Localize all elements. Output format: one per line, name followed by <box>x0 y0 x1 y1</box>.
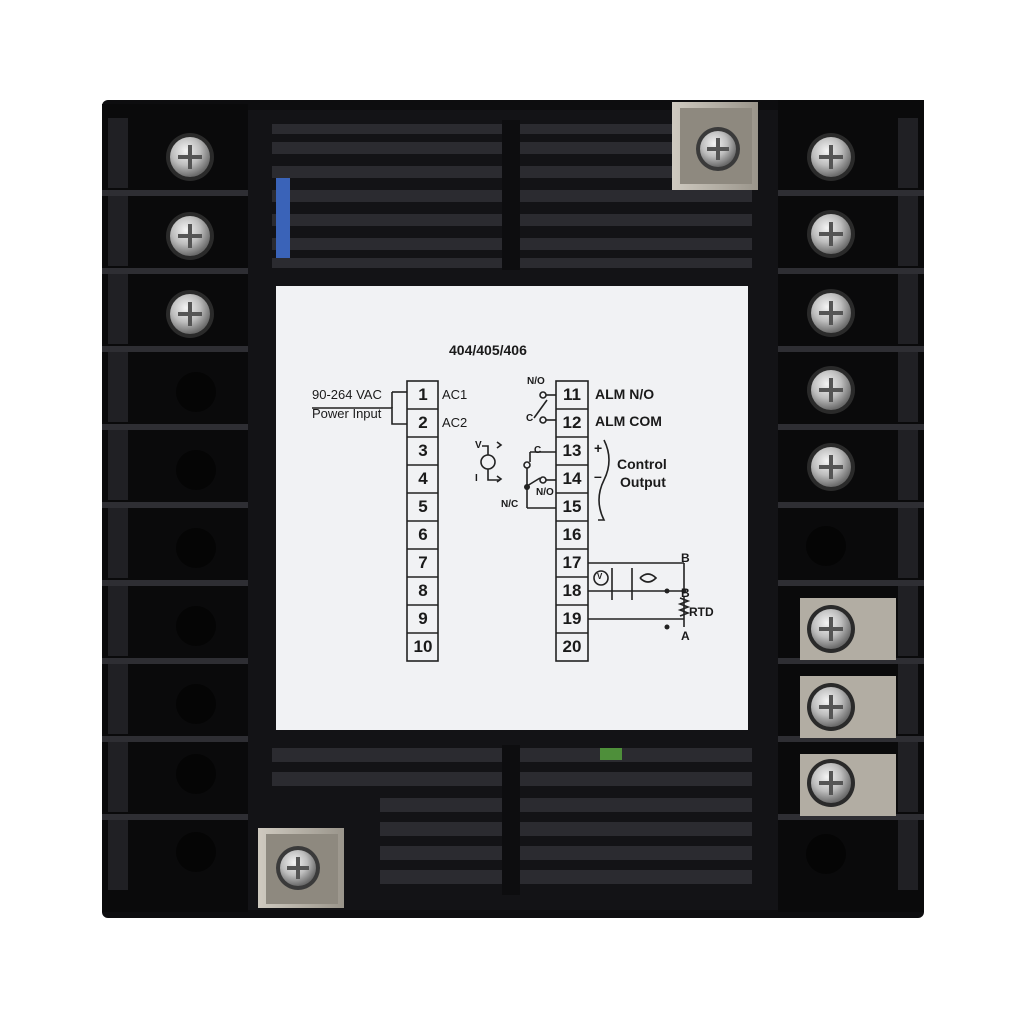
alm-com-label: ALM COM <box>595 413 662 429</box>
model-number: 404/405/406 <box>449 342 527 358</box>
screw-icon <box>166 290 214 338</box>
a-label: A <box>681 629 690 643</box>
terminal-number: 7 <box>418 553 428 572</box>
control-minus-label: – <box>594 468 602 484</box>
terminal-number: 10 <box>413 637 433 656</box>
alarm-c-small-label: C <box>526 413 534 424</box>
relay-nc-label: N/C <box>501 499 519 510</box>
terminal-hole-icon <box>176 450 216 490</box>
wiring-dots <box>524 484 687 630</box>
relay-c-label: C <box>534 445 542 456</box>
terminal-hole-icon <box>176 528 216 568</box>
green-board-glimpse <box>600 748 622 760</box>
terminal-number: 18 <box>562 581 582 600</box>
terminal-number: 1 <box>418 385 428 404</box>
alm-no-label: ALM N/O <box>595 386 655 402</box>
screw-icon <box>166 212 214 260</box>
control-plus-label: + <box>594 440 603 456</box>
power-input-label: Power Input <box>312 406 382 421</box>
rtd-label: RTD <box>689 605 714 619</box>
terminal-hole-icon <box>176 372 216 412</box>
terminal-hole-icon <box>176 754 216 794</box>
left-terminal-block <box>102 104 248 912</box>
i-source-label: I <box>475 473 478 484</box>
terminal-number: 6 <box>418 525 428 544</box>
bottom-mounting-bracket <box>258 828 344 908</box>
terminal-number: 3 <box>418 441 428 460</box>
terminal-hole-icon <box>806 526 846 566</box>
wiring-diagram <box>312 380 691 662</box>
terminal-hole-icon <box>176 606 216 646</box>
terminal-hole-icon <box>806 834 846 874</box>
v-source-label: V <box>475 440 482 451</box>
terminal-number: 16 <box>562 525 582 544</box>
ac1-label: AC1 <box>442 387 468 402</box>
terminal-number: 19 <box>562 609 582 628</box>
terminal-hole-icon <box>176 832 216 872</box>
relay-no-label: N/O <box>536 487 554 498</box>
screw-icon <box>807 366 855 414</box>
screw-icon <box>807 443 855 491</box>
bracket-screw-icon <box>696 127 740 171</box>
terminal-number: 2 <box>418 413 428 432</box>
screw-icon <box>166 133 214 181</box>
terminal-number: 9 <box>418 609 428 628</box>
alarm-no-small-label: N/O <box>527 376 545 387</box>
terminal-number: 5 <box>418 497 428 516</box>
terminal-number: 8 <box>418 581 428 600</box>
ac2-label: AC2 <box>442 415 468 430</box>
screw-icon <box>807 759 855 807</box>
output-label: Output <box>620 474 666 490</box>
power-voltage-label: 90-264 VAC <box>312 387 382 402</box>
terminal-number: 20 <box>562 637 582 656</box>
terminal-number: 17 <box>562 553 582 572</box>
terminal-number: 15 <box>562 497 582 516</box>
b1-label: B <box>681 551 690 565</box>
terminal-hole-icon <box>176 684 216 724</box>
terminal-number: 13 <box>562 441 582 460</box>
control-label: Control <box>617 456 667 472</box>
bracket-screw-icon <box>276 846 320 890</box>
b2-label: B <box>681 586 690 600</box>
blue-board-glimpse <box>276 178 290 258</box>
screw-icon <box>807 605 855 653</box>
terminal-number: 11 <box>563 385 581 404</box>
wiring-label <box>276 286 748 730</box>
voltmeter-label: V <box>597 572 603 581</box>
terminal-number: 4 <box>418 469 428 488</box>
screw-icon <box>807 289 855 337</box>
terminal-number: 12 <box>562 413 582 432</box>
screw-icon <box>807 683 855 731</box>
top-mounting-bracket <box>672 102 758 190</box>
screw-icon <box>807 133 855 181</box>
terminal-number: 14 <box>562 469 582 488</box>
screw-icon <box>807 210 855 258</box>
